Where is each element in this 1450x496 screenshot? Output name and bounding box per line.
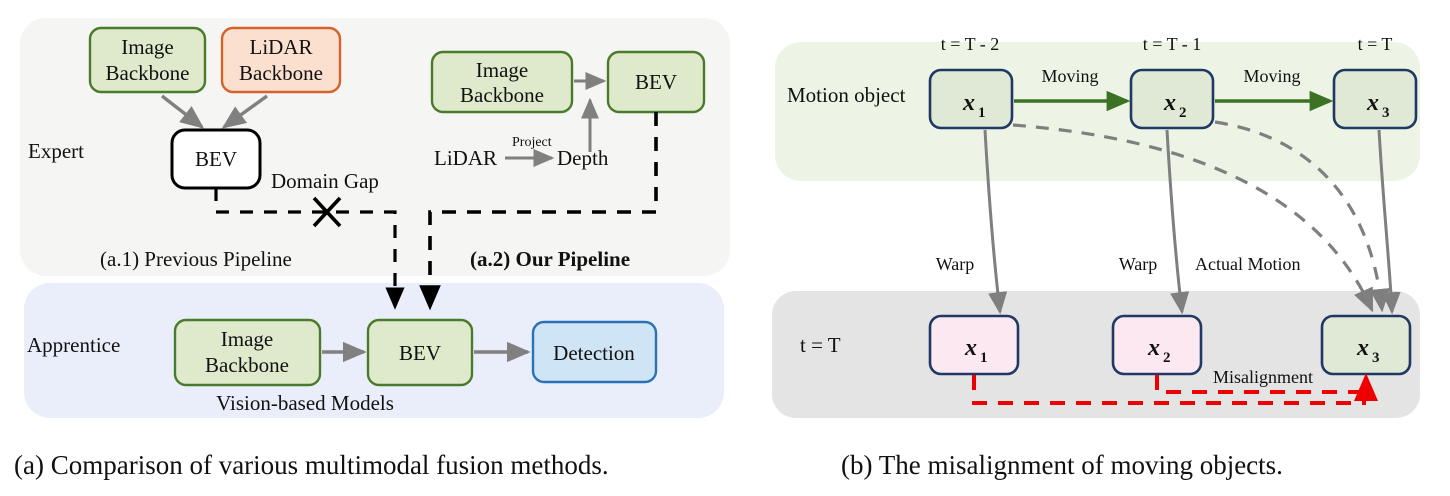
domain-gap-label: Domain Gap [271,169,379,193]
lidar-text: LiDAR [434,146,497,170]
domain-gap-cross-icon [312,196,342,228]
caption-b: (b) The misalignment of moving objects. [841,450,1283,480]
panel-b: Motion object t = T t = T - 2 t = T - 1 … [772,34,1420,480]
box-image-backbone-apprentice-line1: Image [221,327,273,351]
box-image-backbone-expert-line1: Image [121,35,173,59]
time-row-label: t = T [800,333,841,357]
depth-text: Depth [557,146,609,170]
box-lidar-backbone[interactable]: LiDAR Backbone [220,26,342,94]
box-bottom-x1[interactable]: x 1 [928,314,1020,376]
box-image-backbone-expert-line2: Backbone [106,61,190,85]
box-bottom-x3[interactable]: x 3 [1320,314,1412,376]
sub-caption-previous-pipeline: (a.1) Previous Pipeline [100,247,292,271]
actual-motion-curve-1 [1012,123,1374,313]
box-image-backbone-ours-line2: Backbone [460,83,544,107]
timestamp-t-minus-1: t = T - 1 [1143,34,1202,54]
box-top-x1-sub: 1 [978,105,986,121]
box-bottom-x3-sub: 3 [1372,350,1380,366]
arrow-image-to-bev [160,94,205,129]
moving-label-1: Moving [1041,66,1098,86]
box-bottom-x2-base: x [1147,335,1160,361]
warp-label-1: Warp [936,254,975,274]
actual-motion-label: Actual Motion [1195,254,1301,274]
box-image-backbone-apprentice[interactable]: Image Backbone [173,318,322,387]
warp-curve-2 [1165,129,1190,315]
warp-curve-1 [983,129,1008,315]
warp-curve-3 [1377,129,1401,315]
box-bottom-x3-base: x [1356,335,1369,361]
apprentice-label: Apprentice [27,333,120,357]
box-image-backbone-apprentice-line2: Backbone [205,353,289,377]
box-top-x3[interactable]: x 3 [1332,68,1418,130]
vision-based-models-label: Vision-based Models [216,391,394,415]
box-bev-expert-ours[interactable]: BEV [606,50,706,114]
dashed-path-our-pipeline [419,112,658,311]
box-top-x3-sub: 3 [1382,105,1390,121]
actual-motion-curve-2 [1214,120,1391,313]
box-top-x2-sub: 2 [1179,105,1187,121]
box-bev-apprentice-label: BEV [399,341,441,365]
box-detection[interactable]: Detection [531,320,658,384]
motion-object-panel-background [775,42,1420,181]
caption-a: (a) Comparison of various multimodal fus… [14,450,609,480]
box-bottom-x2[interactable]: x 2 [1111,314,1203,376]
box-bev-expert-ours-label: BEV [635,70,677,94]
sub-caption-our-pipeline: (a.2) Our Pipeline [470,247,630,271]
arrow-lidar-to-bev [221,94,268,129]
box-lidar-backbone-line1: LiDAR [250,35,313,59]
dashed-path-previous-pipeline [214,188,405,310]
box-lidar-backbone-line2: Backbone [239,61,323,85]
box-bottom-x2-sub: 2 [1163,350,1171,366]
box-top-x2[interactable]: x 2 [1129,68,1215,130]
expert-label: Expert [28,139,84,163]
box-top-x3-base: x [1366,90,1379,116]
box-image-backbone-ours[interactable]: Image Backbone [430,50,574,114]
box-bottom-x1-base: x [964,335,977,361]
box-detection-label: Detection [553,341,635,365]
motion-object-label: Motion object [787,83,906,107]
project-text: Project [512,135,552,150]
box-image-backbone-expert[interactable]: Image Backbone [88,26,207,94]
warp-label-2: Warp [1119,254,1158,274]
box-bev-apprentice[interactable]: BEV [366,318,474,387]
misalignment-label: Misalignment [1213,367,1313,387]
moving-label-2: Moving [1243,66,1300,86]
box-image-backbone-ours-line1: Image [476,58,528,82]
box-bottom-x1-sub: 1 [980,350,988,366]
box-top-x1[interactable]: x 1 [928,68,1014,130]
box-bev-expert-previous-label: BEV [195,147,237,171]
box-top-x1-base: x [962,90,975,116]
box-bev-expert-previous[interactable]: BEV [170,128,262,190]
misalignment-path-from-x2 [1155,375,1366,394]
box-top-x2-base: x [1163,90,1176,116]
timestamp-t: t = T [1358,34,1393,54]
timestamp-t-minus-2: t = T - 2 [941,34,1000,54]
misalignment-path-from-x1 [972,375,1366,405]
panel-a: Expert Apprentice Image Backbone LiDAR B… [14,18,730,480]
